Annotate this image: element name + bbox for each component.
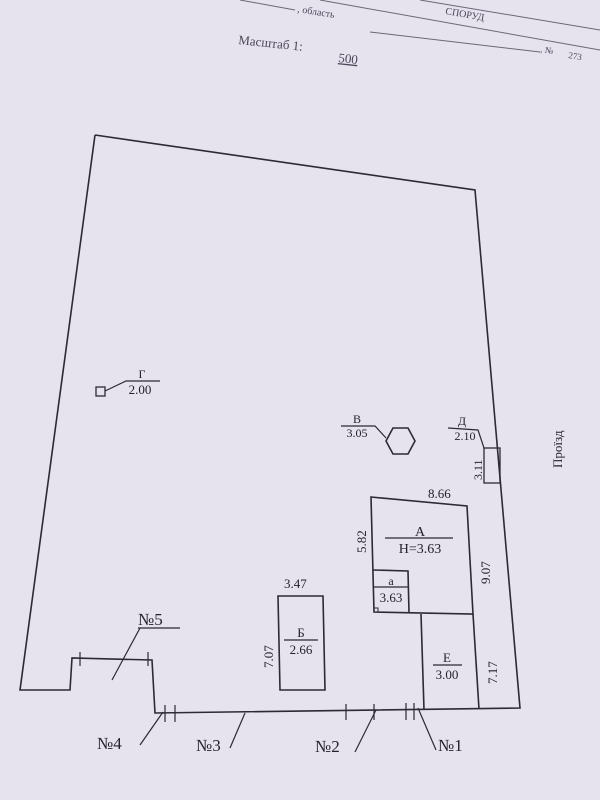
building-b-side-dim: 7.07 xyxy=(261,645,276,668)
scale-label: Масштаб 1: xyxy=(238,32,304,54)
structure-d-side-dim: 3.11 xyxy=(471,459,485,480)
annex-a-letter: а xyxy=(388,574,394,588)
gate-4-label: №4 xyxy=(97,734,122,753)
building-e: Е 3.00 7.17 xyxy=(420,613,500,711)
number-label: , № xyxy=(540,44,554,56)
annex-a-height: 3.63 xyxy=(380,590,403,605)
building-e-height: 3.00 xyxy=(436,667,459,682)
building-b-top-dim: 3.47 xyxy=(284,576,307,591)
structure-v: В 3.05 xyxy=(341,412,416,455)
gate-3-label: №3 xyxy=(196,736,221,755)
structure-d-height: 2.10 xyxy=(455,429,476,443)
form-title-fragment: СПОРУД xyxy=(444,6,485,24)
structure-g: Г 2.00 xyxy=(95,367,160,397)
structure-g-height: 2.00 xyxy=(129,382,152,397)
region-label: , область xyxy=(297,4,336,21)
structure-d: Д 2.10 3.11 xyxy=(447,414,501,484)
building-b-height: 2.66 xyxy=(290,642,313,657)
structure-d-letter: Д xyxy=(458,414,466,428)
structure-g-letter: Г xyxy=(139,367,146,381)
road-label: Проїзд xyxy=(550,430,565,468)
gate-1-label: №1 xyxy=(438,736,463,755)
building-a-left-dim: 5.82 xyxy=(354,530,369,553)
gates: №1 №2 №3 №4 №5 xyxy=(79,610,463,756)
gate-2-label: №2 xyxy=(315,737,340,756)
building-b-letter: Б xyxy=(297,625,304,640)
building-a: А H=3.63 8.66 5.82 9.07 xyxy=(354,486,493,615)
building-a-width-dim: 8.66 xyxy=(428,486,451,501)
lot-boundary xyxy=(19,134,521,714)
structure-v-height: 3.05 xyxy=(347,426,368,440)
building-e-letter: Е xyxy=(443,650,451,665)
structure-v-letter: В xyxy=(353,412,361,426)
building-a-height: H=3.63 xyxy=(399,542,442,557)
gate-5-label: №5 xyxy=(138,610,163,629)
building-a-right-dim: 9.07 xyxy=(478,561,493,584)
building-annex-a: а 3.63 xyxy=(372,569,410,614)
building-b: Б 2.66 3.47 7.07 xyxy=(261,576,326,691)
scale-value: 500 xyxy=(338,50,359,67)
building-e-side-dim: 7.17 xyxy=(485,661,500,684)
hexagon-icon xyxy=(385,427,416,455)
form-header: СПОРУД , область , № 273 Масштаб 1: 500 xyxy=(238,0,600,67)
building-a-letter: А xyxy=(415,525,426,540)
number-value: 273 xyxy=(568,50,583,62)
